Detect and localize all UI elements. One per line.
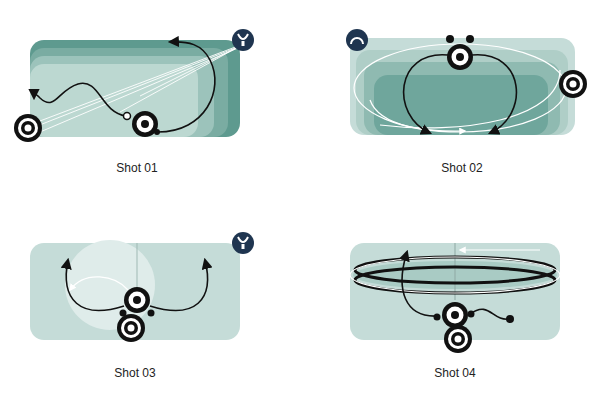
shot-03-panel-use [117, 314, 145, 342]
shot-04-panel-path [460, 249, 540, 250]
shot-04-panel-ellipse [355, 267, 555, 293]
shot-label: Shot 01 [116, 161, 157, 175]
shot-label: Shot 04 [434, 366, 475, 380]
shot-01-panel-use [14, 114, 42, 142]
shot-02-panel-path [404, 55, 448, 133]
shot-04-panel-circle [468, 311, 475, 318]
shot-01-panel-path [158, 42, 215, 132]
shot-01-panel-path [34, 83, 126, 116]
shot-04-panel [350, 243, 560, 353]
shot-04-panel-use [442, 302, 468, 328]
shot-01-panel-circle [232, 29, 254, 51]
shot-03-panel-circle [148, 310, 155, 317]
shot-04-panel-path [470, 309, 510, 319]
shot-02-panel-path [351, 38, 363, 44]
shot-01-panel [14, 29, 254, 142]
shot-label: Shot 02 [441, 161, 482, 175]
shot-label: Shot 03 [114, 366, 155, 380]
shot-02-panel-circle [446, 35, 454, 43]
shot-03-panel-use [124, 287, 150, 313]
shot-04-panel-ellipse [350, 257, 560, 293]
shot-03-panel-path [70, 277, 128, 290]
shot-01-panel-rect [30, 40, 240, 137]
shot-03-panel-circle [65, 240, 155, 330]
shot-01-panel-path [238, 34, 248, 39]
shot-03-panel-path [150, 260, 208, 310]
shot-04-panel-line [455, 243, 456, 300]
shot-01-panel-rect [242, 41, 245, 46]
shot-01-panel-use [132, 111, 158, 137]
shot-01-panel-g-line [140, 46, 240, 96]
shot-02-panel-circle [466, 35, 474, 43]
shot-01-panel-circle [124, 113, 131, 120]
shot-01-panel-g-line [32, 46, 238, 124]
shot-02-panel-rect [350, 38, 575, 135]
shot-02-panel-path [370, 100, 465, 131]
shot-04-panel-circle [506, 315, 514, 323]
shot-02-panel [346, 29, 587, 135]
shot-02-panel-ellipse [354, 44, 566, 132]
shot-03-panel-rect [242, 244, 245, 249]
shot-04-panel-circle [434, 314, 441, 321]
shot-02-panel-use [447, 44, 473, 70]
shot-02-panel-path [472, 55, 516, 133]
shot-04-panel-path [402, 252, 438, 316]
shot-03-panel [30, 232, 254, 342]
shot-03-panel-path [238, 237, 248, 242]
shot-01-panel-circle [154, 129, 160, 135]
shot-04-panel-use [444, 325, 472, 353]
shot-02-panel-use [559, 70, 587, 98]
shot-02-panel-circle [346, 29, 368, 51]
shot-02-panel-path [380, 70, 560, 128]
shot-02-panel-rect [364, 62, 560, 135]
shot-03-panel-circle [232, 232, 254, 254]
shot-01-panel-g-line [120, 46, 240, 112]
shot-03-panel-path [66, 260, 124, 310]
